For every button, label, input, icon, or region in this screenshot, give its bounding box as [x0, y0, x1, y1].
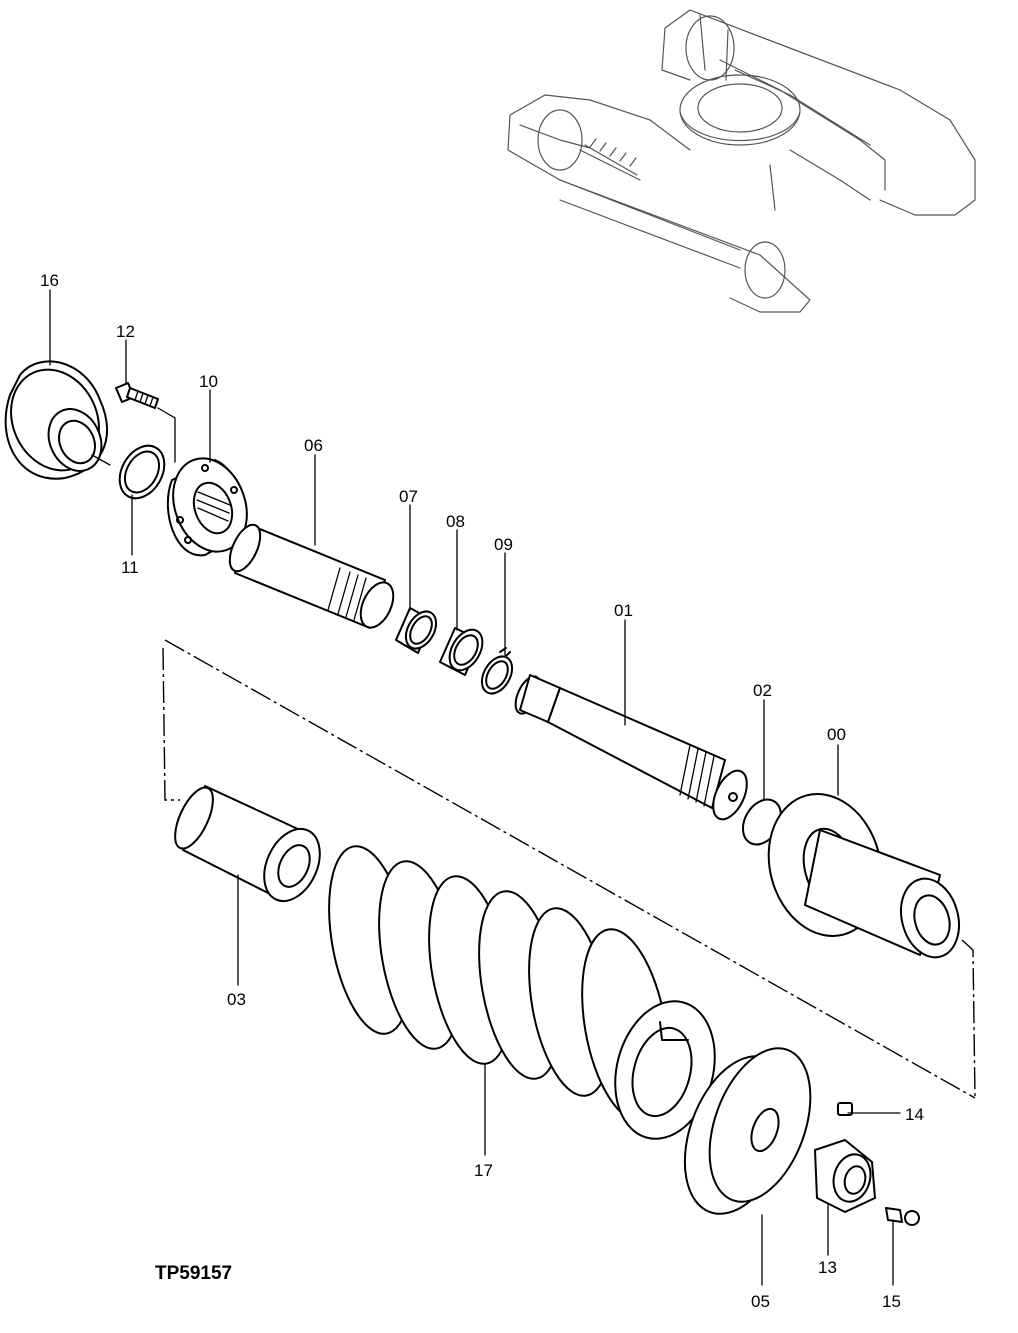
part-09-snap-ring	[480, 647, 514, 695]
callout-01: 01	[614, 601, 633, 620]
callout-labels: 16 12 10 06 07 08 09 01 02 00 11 03 17 0…	[40, 271, 924, 1311]
undercarriage-overview-sketch	[507, 9, 976, 313]
callout-16: 16	[40, 271, 59, 290]
callout-11: 11	[121, 558, 139, 577]
callout-07: 07	[399, 487, 418, 506]
part-03-spacer-tube	[174, 785, 321, 903]
drawing-code: TP59157	[155, 1263, 232, 1284]
callout-13: 13	[818, 1258, 837, 1277]
callout-00: 00	[827, 725, 846, 744]
callout-17: 17	[474, 1161, 493, 1180]
part-06-cylinder-tube	[228, 523, 395, 629]
part-11-o-ring	[118, 444, 166, 500]
assembly-dash-lines	[162, 639, 976, 1099]
part-01-piston-rod	[514, 674, 748, 821]
leader-lines	[49, 289, 901, 1286]
callout-02: 02	[753, 681, 772, 700]
part-17-recoil-spring	[328, 845, 716, 1140]
part-15-grease-fitting	[885, 1207, 920, 1226]
callout-05: 05	[751, 1292, 770, 1311]
callout-12: 12	[116, 322, 135, 341]
callout-14: 14	[905, 1105, 924, 1124]
part-10-bracket-housing	[166, 457, 248, 557]
part-12-bolt	[115, 382, 159, 409]
callout-15: 15	[882, 1292, 901, 1311]
callout-10: 10	[199, 372, 218, 391]
callout-03: 03	[227, 990, 246, 1009]
callout-06: 06	[304, 436, 323, 455]
part-13-nut	[814, 1139, 876, 1213]
part-05-spring-seat	[683, 1047, 812, 1215]
part-08-seal	[439, 627, 484, 676]
part-16-idler-flange	[4, 360, 109, 480]
callout-08: 08	[446, 512, 465, 531]
part-07-bushing	[395, 607, 438, 654]
callout-09: 09	[494, 535, 513, 554]
part-00-cylinder-assembly	[767, 793, 960, 959]
part-14-plug-screw	[837, 1102, 853, 1116]
